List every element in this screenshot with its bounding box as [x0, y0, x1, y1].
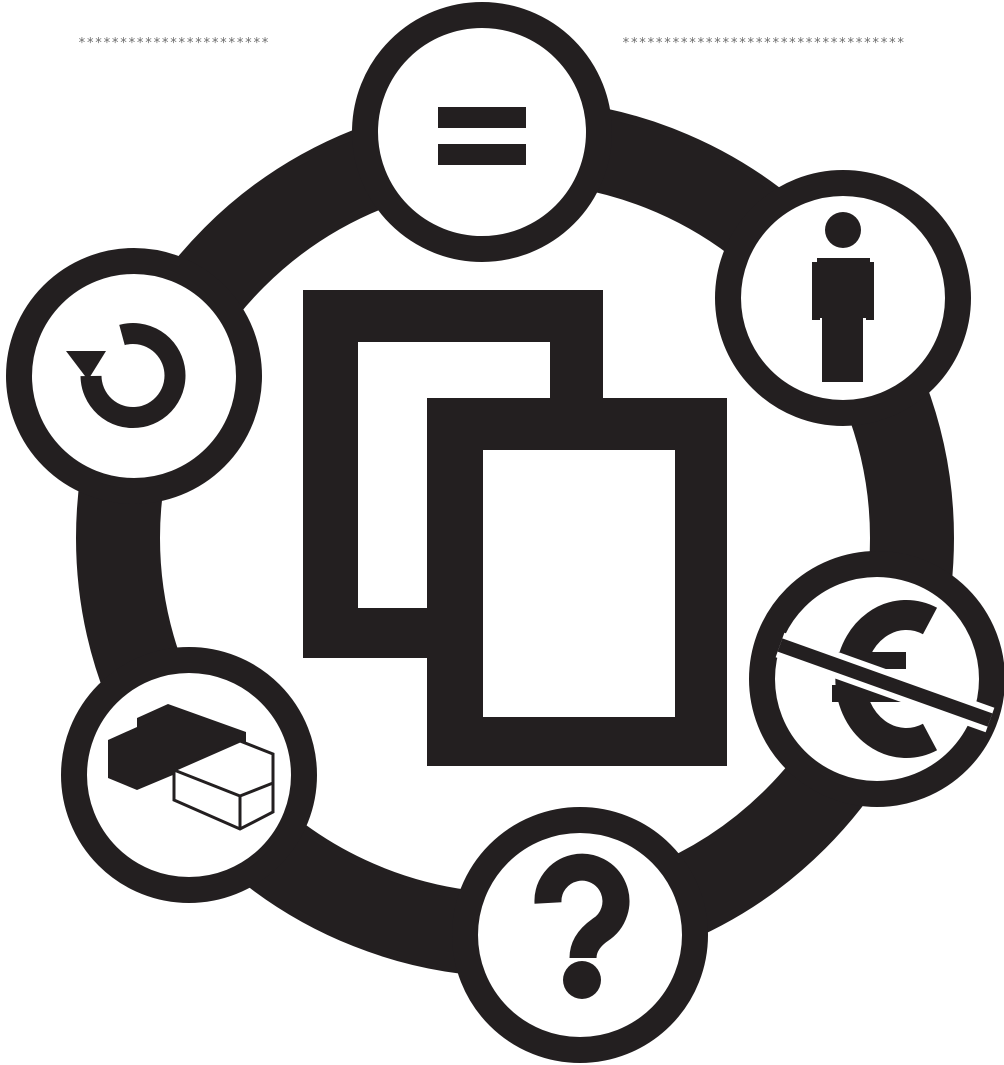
equals-icon	[352, 2, 612, 262]
copy-documents-icon	[303, 290, 727, 766]
person-icon	[715, 170, 971, 426]
blocks-icon	[61, 647, 317, 903]
asterisk-rule-left: ***********************	[78, 36, 270, 51]
asterisk-rule-right: **********************************	[622, 36, 906, 51]
no-euro-icon	[749, 551, 1004, 807]
rotate-arrow-icon	[6, 248, 262, 504]
question-mark-icon	[452, 807, 708, 1063]
